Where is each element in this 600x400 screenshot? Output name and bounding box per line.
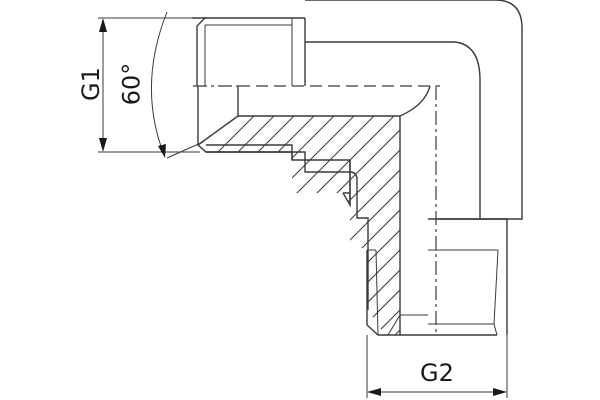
centerlines (193, 85, 440, 335)
inner-bore-outline (206, 144, 369, 310)
g1-dimension (98, 17, 200, 153)
section-hatching (198, 116, 400, 335)
angle-label: 60° (117, 62, 146, 106)
g2-dimension (366, 335, 508, 398)
lower-thread (366, 218, 508, 336)
elbow-body (305, 0, 523, 220)
upper-thread (192, 17, 306, 86)
angle-dimension (150, 11, 204, 159)
section-outline (197, 85, 431, 335)
g1-label: G1 (76, 67, 105, 101)
g2-label: G2 (420, 359, 454, 387)
